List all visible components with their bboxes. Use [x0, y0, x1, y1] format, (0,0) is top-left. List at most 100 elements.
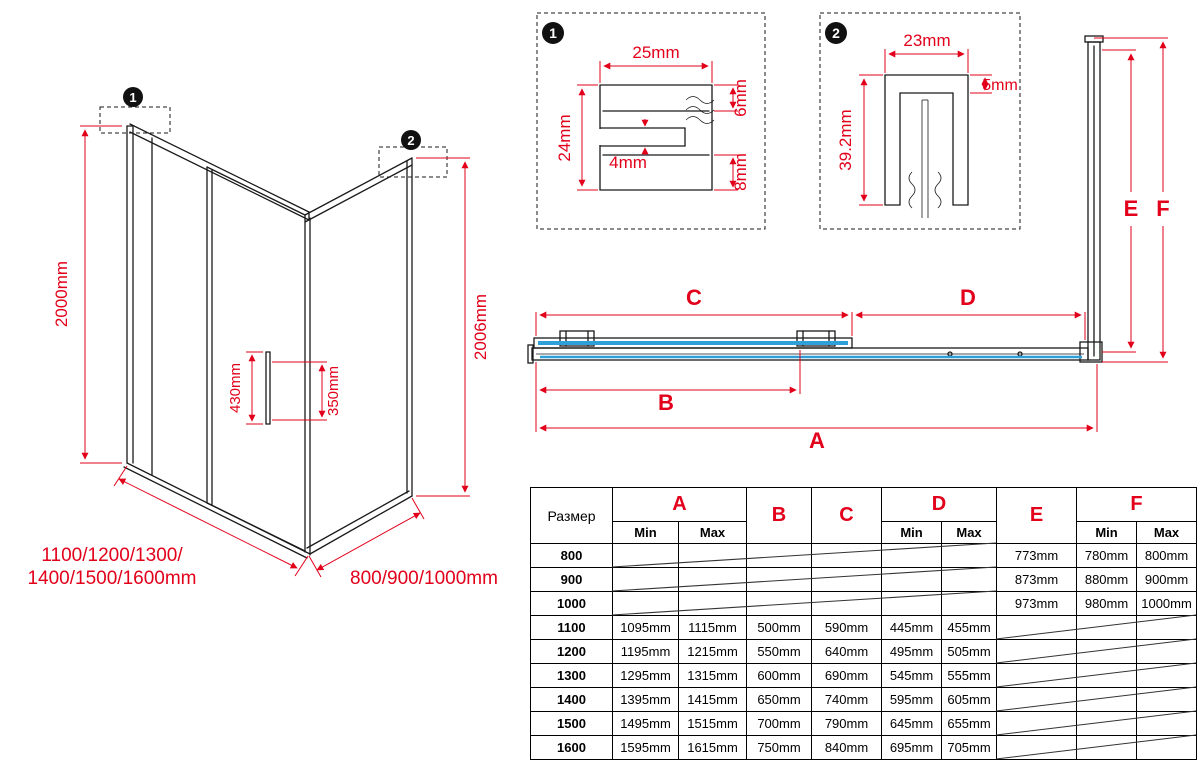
col-header-size: Размер: [530, 487, 613, 544]
cell-c: 740mm: [811, 687, 883, 712]
callout-2-number: 2: [407, 133, 414, 148]
cell-d-max: 555mm: [941, 663, 998, 688]
table-row: 1500 1495mm 1515mm 700mm 790mm 645mm 655…: [530, 711, 1198, 736]
detail-2-dim-top: 23mm: [903, 31, 950, 50]
cell-size: 1200: [530, 639, 613, 664]
cell-b: [746, 543, 813, 568]
cell-d-max: 505mm: [941, 639, 998, 664]
cell-a-min: [612, 543, 679, 568]
cell-d-max: 705mm: [941, 735, 998, 760]
table-row: 1600 1595mm 1615mm 750mm 840mm 695mm 705…: [530, 735, 1198, 760]
cell-e: [996, 615, 1078, 640]
cell-b: 700mm: [746, 711, 813, 736]
cell-e: [996, 735, 1078, 760]
cell-e: [996, 711, 1078, 736]
cell-e: [996, 663, 1078, 688]
dim-f-label: F: [1156, 196, 1169, 221]
cell-e: 973mm: [996, 591, 1078, 616]
detail-2-dim-inner: 5mm: [982, 77, 1018, 94]
detail-1-badge: [542, 22, 564, 44]
cell-f-min: [1076, 639, 1138, 664]
dim-e-label: E: [1124, 196, 1139, 221]
cell-c: 640mm: [811, 639, 883, 664]
cell-a-max: 1415mm: [677, 687, 748, 712]
plan-dimensions: [535, 37, 1168, 432]
cell-a-max: 1115mm: [677, 615, 748, 640]
cell-c: 840mm: [811, 735, 883, 760]
table-row: 800 773mm 780mm 800mm: [530, 543, 1198, 568]
cell-size: 1100: [530, 615, 613, 640]
detail-1-dim-left: 24mm: [555, 114, 574, 161]
cell-a-max: 1615mm: [677, 735, 748, 760]
cell-c: 690mm: [811, 663, 883, 688]
cell-c: [811, 591, 883, 616]
cell-b: [746, 567, 813, 592]
table-row: 1300 1295mm 1315mm 600mm 690mm 545mm 555…: [530, 663, 1198, 688]
cell-d-min: [881, 543, 943, 568]
detail-1-border: [536, 12, 766, 230]
dim-handle-label: 430mm: [227, 363, 244, 413]
cell-a-min: 1295mm: [612, 663, 679, 688]
cell-a-min: 1395mm: [612, 687, 679, 712]
cell-b: 500mm: [746, 615, 813, 640]
cell-d-min: 695mm: [881, 735, 943, 760]
detail-2-border: [819, 12, 1021, 230]
cell-d-min: [881, 591, 943, 616]
cell-f-max: 1000mm: [1136, 591, 1198, 616]
table-row: 1400 1395mm 1415mm 650mm 740mm 595mm 605…: [530, 687, 1198, 712]
dim-depth-label: 800/900/1000mm: [350, 568, 498, 589]
cell-e: [996, 639, 1078, 664]
cell-f-max: [1136, 687, 1198, 712]
cell-e: [996, 687, 1078, 712]
cell-b: 600mm: [746, 663, 813, 688]
cell-f-max: 900mm: [1136, 567, 1198, 592]
col-header-e: E: [996, 487, 1078, 544]
subheader-d-min: Min: [881, 521, 943, 544]
cell-f-min: 880mm: [1076, 567, 1138, 592]
subheader-a-min: Min: [612, 521, 679, 544]
front-view-dimensions: [80, 125, 470, 578]
cell-d-max: [941, 543, 998, 568]
cell-c: 790mm: [811, 711, 883, 736]
cell-b: 550mm: [746, 639, 813, 664]
cell-size: 1300: [530, 663, 613, 688]
col-header-f: F: [1076, 487, 1198, 522]
cell-a-max: 1215mm: [677, 639, 748, 664]
dim-height-right-label: 2006mm: [471, 294, 490, 360]
detail-2-dim-left: 39.2mm: [836, 109, 855, 170]
cell-f-min: 980mm: [1076, 591, 1138, 616]
cell-f-max: [1136, 711, 1198, 736]
cell-a-max: 1515mm: [677, 711, 748, 736]
subheader-d-max: Max: [941, 521, 998, 544]
cell-b: [746, 591, 813, 616]
cell-b: 650mm: [746, 687, 813, 712]
detail-1-seal: [685, 96, 715, 124]
cell-d-max: [941, 591, 998, 616]
cell-e: 773mm: [996, 543, 1078, 568]
cell-a-min: 1095mm: [612, 615, 679, 640]
cell-f-max: [1136, 735, 1198, 760]
cell-f-min: 780mm: [1076, 543, 1138, 568]
cell-f-min: [1076, 687, 1138, 712]
cell-size: 800: [530, 543, 613, 568]
cell-size: 1000: [530, 591, 613, 616]
cell-e: 873mm: [996, 567, 1078, 592]
dim-c-label: C: [686, 285, 702, 310]
cell-f-max: [1136, 615, 1198, 640]
callout-1-box: [99, 106, 171, 134]
col-header-c: C: [811, 487, 883, 544]
cell-f-max: [1136, 663, 1198, 688]
col-header-b: B: [746, 487, 813, 544]
detail-1-slot-opening: [597, 129, 602, 145]
cell-a-max: [677, 591, 748, 616]
detail-1-dim-right-top: 6mm: [731, 79, 750, 117]
cell-c: [811, 567, 883, 592]
cell-a-max: [677, 543, 748, 568]
dim-a-label: A: [809, 428, 825, 453]
detail-1-dim-top: 25mm: [632, 43, 679, 62]
dim-width-label-line1: 1100/1200/1300/: [41, 545, 183, 566]
cell-d-max: [941, 567, 998, 592]
